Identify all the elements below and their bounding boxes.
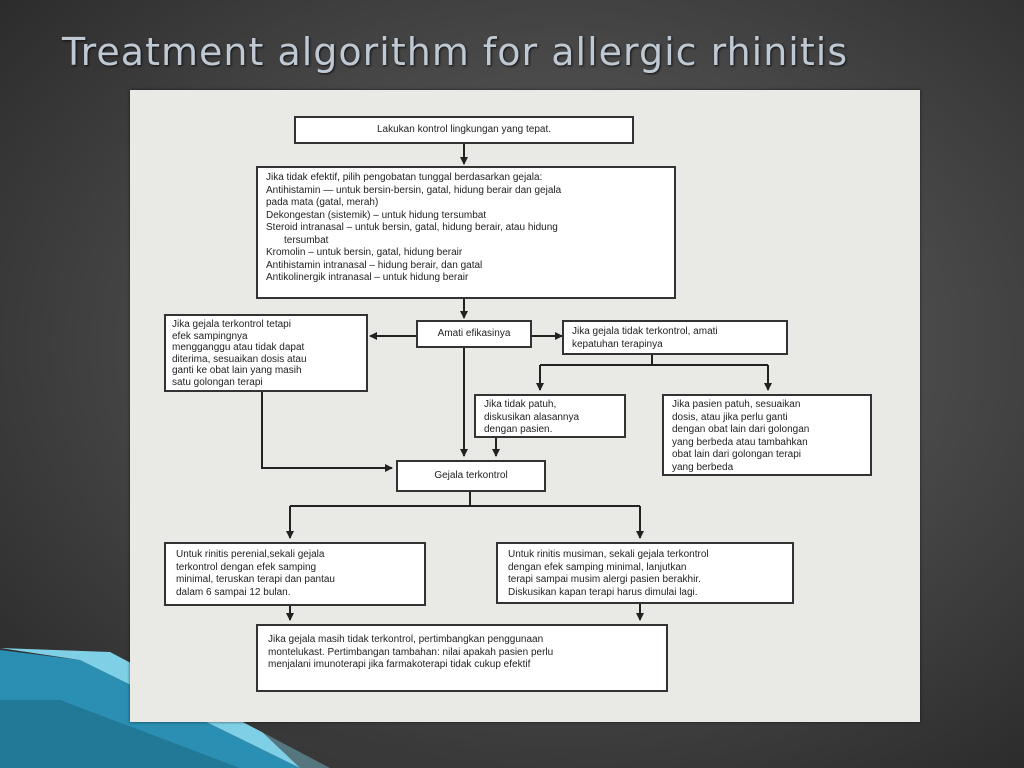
monotherapy-line: Kromolin – untuk bersin, gatal, hidung b… xyxy=(266,247,463,258)
compliant-line: obat lain dari golongan terapi xyxy=(672,449,801,460)
uncontrolled-line: Jika gejala tidak terkontrol, amati xyxy=(572,326,718,337)
side-effects-line: efek sampingnya xyxy=(172,330,248,342)
side-effects-line: Jika gejala terkontrol tetapi xyxy=(172,319,291,330)
monotherapy-line: Dekongestan (sistemik) – untuk hidung te… xyxy=(266,209,487,221)
perennial-line: Untuk rinitis perenial,sekali gejala xyxy=(176,549,325,560)
side-effects-box: Jika gejala terkontrol tetapi efek sampi… xyxy=(164,314,368,392)
compliant-line: dengan obat lain dari golongan xyxy=(672,424,810,435)
symptoms-controlled-box: Gejala terkontrol xyxy=(396,460,546,492)
observe-text: Amati efikasinya xyxy=(437,327,511,339)
monotherapy-line: Jika tidak efektif, pilih pengobatan tun… xyxy=(266,172,543,183)
flowchart-connectors xyxy=(261,144,772,621)
perennial-line: terkontrol dengan efek samping xyxy=(176,561,317,573)
monotherapy-line: pada mata (gatal, merah) xyxy=(266,197,379,208)
compliant-line: yang berbeda xyxy=(672,461,734,473)
compliant-line: dosis, atau jika perlu ganti xyxy=(672,411,788,423)
arrow-sideeffects-to-controlled xyxy=(261,392,393,472)
monotherapy-line: Antikolinergik intranasal – untuk hidung… xyxy=(266,272,469,283)
seasonal-line: terapi sampai musim alergi pasien berakh… xyxy=(508,574,701,585)
monotherapy-line: Steroid intranasal – untuk bersin, gatal… xyxy=(266,222,558,233)
seasonal-line: Untuk rinitis musiman, sekali gejala ter… xyxy=(508,549,709,560)
seasonal-line: dengan efek samping minimal, lanjutkan xyxy=(508,561,687,573)
perennial-line: dalam 6 sampai 12 bulan. xyxy=(176,586,291,598)
compliant-line: Jika pasien patuh, sesuaikan xyxy=(672,399,801,410)
noncompliant-line: diskusikan alasannya xyxy=(484,411,580,423)
symptoms-controlled-text: Gejala terkontrol xyxy=(434,469,508,481)
seasonal-line: Diskusikan kapan terapi harus dimulai la… xyxy=(508,586,698,598)
perennial-box: Untuk rinitis perenial,sekali gejala ter… xyxy=(164,542,426,606)
slide-title: Treatment algorithm for allergic rhiniti… xyxy=(62,30,849,74)
monotherapy-box: Jika tidak efektif, pilih pengobatan tun… xyxy=(256,166,676,299)
side-effects-line: mengganggu atau tidak dapat xyxy=(172,342,305,353)
flowchart-figure: Lakukan kontrol lingkungan yang tepat. J… xyxy=(130,90,920,722)
uncontrolled-box: Jika gejala tidak terkontrol, amati kepa… xyxy=(562,320,788,355)
side-effects-line: diterima, sesuaikan dosis atau xyxy=(172,353,307,365)
final-line: Jika gejala masih tidak terkontrol, pert… xyxy=(268,634,544,645)
observe-box: Amati efikasinya xyxy=(416,320,532,348)
noncompliant-line: Jika tidak patuh, xyxy=(484,399,557,410)
compliant-line: yang berbeda atau tambahkan xyxy=(672,436,808,448)
monotherapy-line: tersumbat xyxy=(284,234,329,246)
monotherapy-line: Antihistamin intranasal – hidung berair,… xyxy=(266,259,483,271)
perennial-line: minimal, teruskan terapi dan pantau xyxy=(176,574,335,585)
side-effects-line: ganti ke obat lain yang masih xyxy=(172,365,302,376)
uncontrolled-line: kepatuhan terapinya xyxy=(572,338,663,350)
final-line: montelukast. Pertimbangan tambahan: nila… xyxy=(268,646,554,658)
noncompliant-box: Jika tidak patuh, diskusikan alasannya d… xyxy=(474,394,626,438)
noncompliant-line: dengan pasien. xyxy=(484,424,553,435)
monotherapy-line: Antihistamin — untuk bersin-bersin, gata… xyxy=(266,184,562,196)
env-control-text: Lakukan kontrol lingkungan yang tepat. xyxy=(376,123,551,135)
final-box: Jika gejala masih tidak terkontrol, pert… xyxy=(256,624,668,692)
env-control-box: Lakukan kontrol lingkungan yang tepat. xyxy=(294,116,634,144)
compliant-box: Jika pasien patuh, sesuaikan dosis, atau… xyxy=(662,394,872,476)
final-line: menjalani imunoterapi jika farmakoterapi… xyxy=(268,659,531,670)
side-effects-line: satu golongan terapi xyxy=(172,376,263,388)
seasonal-box: Untuk rinitis musiman, sekali gejala ter… xyxy=(496,542,794,604)
